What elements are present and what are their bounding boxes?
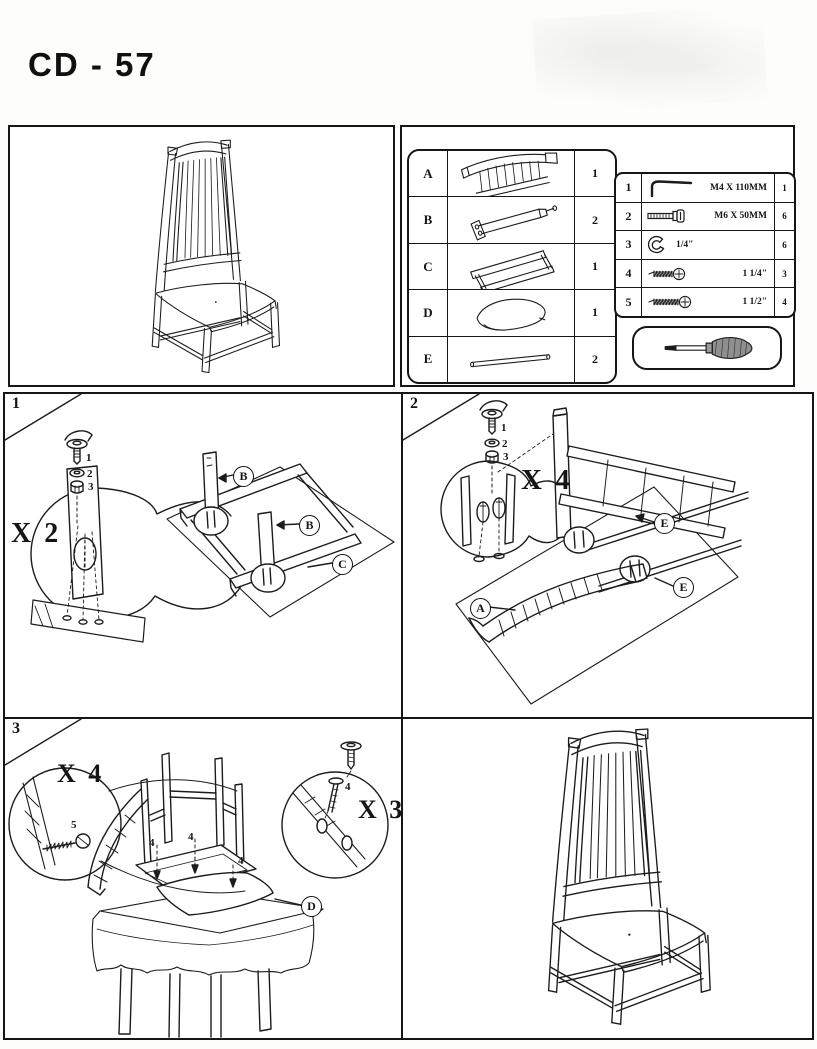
hardware-number: 1 <box>616 174 642 202</box>
hardware-qty: 1 <box>774 174 794 202</box>
hardware-spec: M4 X 110MM <box>710 182 767 193</box>
hardware-number: 4 <box>616 259 642 288</box>
part-label-b: B <box>299 515 320 536</box>
hardware-number: 5 <box>616 288 642 316</box>
allen-key-bolt-washer-stack-icon <box>64 430 93 526</box>
step-2-diagram <box>403 394 749 705</box>
part-label-a: A <box>470 598 491 619</box>
part-id: D <box>409 290 448 336</box>
assembled-chair-drawing <box>151 139 281 374</box>
step-2-multiplier: X 4 <box>521 464 573 496</box>
bolt-stack-callout: 1 2 3 <box>62 428 108 528</box>
step-number: 2 <box>410 395 418 412</box>
step-number: 1 <box>12 395 20 412</box>
step-1-multiplier: X 2 <box>11 518 62 549</box>
part-id: B <box>409 197 448 243</box>
panel-step-1: 1 X 2 1 2 3 B B C <box>3 392 403 719</box>
hardware-qty: 6 <box>774 202 794 231</box>
hardware-ref-3: 3 <box>88 481 94 493</box>
step-1-diagram <box>5 394 395 643</box>
bolt-icon <box>647 209 685 223</box>
part-letter: D <box>307 899 316 913</box>
hardware-qty: 6 <box>774 231 794 259</box>
step-3-multiplier-screws-right: X 3 <box>358 795 406 824</box>
part-letter: C <box>338 557 347 571</box>
hardware-row-2: 2 M6 X 50MM 6 <box>616 202 794 232</box>
side-rail-thumbnail-icon <box>470 205 558 241</box>
hardware-ref-4: 4 <box>188 831 194 843</box>
hardware-row-5: 5 1 1/2" 4 <box>616 288 794 316</box>
allen-key-icon <box>650 180 693 197</box>
part-letter: B <box>239 469 248 483</box>
parts-row-b: B 2 <box>409 197 615 244</box>
part-id: C <box>409 243 448 290</box>
bolt-stack-callout: 1 2 3 <box>477 398 523 498</box>
hardware-ref-4: 4 <box>238 855 244 867</box>
hardware-ref-4: 4 <box>345 781 351 793</box>
panel-finished-chair <box>401 717 814 1040</box>
hardware-row-4: 4 1 1/4" 3 <box>616 259 794 289</box>
step-number: 3 <box>12 720 20 737</box>
hardware-qty: 4 <box>774 288 794 316</box>
part-qty: 2 <box>574 336 615 382</box>
seat-thumbnail-icon <box>476 298 546 331</box>
part-letter: B <box>305 518 314 532</box>
part-id: E <box>409 336 448 382</box>
hardware-ref-2: 2 <box>502 438 508 450</box>
part-label-c: C <box>332 554 353 575</box>
hardware-ref-4: 4 <box>149 837 155 849</box>
spring-washer-icon <box>647 235 665 254</box>
part-label-e: E <box>673 577 694 598</box>
step-3-multiplier-screws: X 4 <box>57 759 105 788</box>
chair-back-thumbnail-icon <box>460 152 558 196</box>
part-qty: 1 <box>574 151 615 197</box>
parts-row-e: E 2 <box>409 336 615 382</box>
hardware-ref-1: 1 <box>501 422 507 434</box>
scan-smudge <box>531 4 769 115</box>
step-3-diagram <box>5 719 389 1038</box>
part-label-d: D <box>301 896 322 917</box>
page-title: CD - 57 <box>28 46 156 83</box>
part-letter: A <box>476 601 485 615</box>
part-label-e: E <box>654 513 675 534</box>
part-letter: E <box>660 516 669 530</box>
screwdriver-box <box>632 326 782 370</box>
panel-parts-hardware: A 1 B 2 <box>400 125 796 387</box>
parts-row-d: D 1 <box>409 290 615 337</box>
hardware-number: 2 <box>616 202 642 231</box>
hardware-spec: 1/4" <box>676 239 694 250</box>
hardware-spec: 1 1/4" <box>742 268 767 279</box>
hardware-number: 3 <box>616 231 642 259</box>
stretcher-dowel-thumbnail-icon <box>470 354 551 368</box>
allen-key-bolt-washer-stack-icon <box>479 400 508 496</box>
finished-chair-drawing <box>547 728 711 1025</box>
screwdriver-icon <box>664 336 753 360</box>
parts-row-a: A 1 <box>409 151 615 198</box>
panel-step-2: 2 X 4 1 2 3 E E A <box>401 392 814 719</box>
part-label-b: B <box>233 466 254 487</box>
parts-table: A 1 B 2 <box>407 149 617 384</box>
wood-screw-icon <box>648 267 686 280</box>
part-id: A <box>409 151 448 197</box>
hardware-spec: M6 X 50MM <box>714 211 767 222</box>
hardware-table: 1 M4 X 110MM 1 2 M6 X 50MM 6 3 <box>614 172 796 318</box>
part-qty: 1 <box>574 243 615 290</box>
hardware-qty: 3 <box>774 259 794 288</box>
hardware-row-1: 1 M4 X 110MM 1 <box>616 174 794 203</box>
panel-step-3: 3 X 4 X 3 5 4 4 4 4 D <box>3 717 403 1040</box>
panel-product-overview <box>8 125 395 387</box>
part-letter: E <box>679 580 688 594</box>
hardware-ref-1: 1 <box>86 452 92 464</box>
hardware-ref-2: 2 <box>87 468 93 480</box>
wood-screw-icon <box>648 296 692 309</box>
hardware-ref-3: 3 <box>503 451 509 463</box>
hardware-row-3: 3 1/4" 6 <box>616 231 794 260</box>
part-qty: 2 <box>574 197 615 243</box>
hardware-ref-5: 5 <box>71 819 77 831</box>
parts-row-c: C 1 <box>409 243 615 291</box>
part-qty: 1 <box>574 290 615 336</box>
leg-frame-thumbnail-icon <box>470 249 555 289</box>
hardware-spec: 1 1/2" <box>742 297 767 308</box>
